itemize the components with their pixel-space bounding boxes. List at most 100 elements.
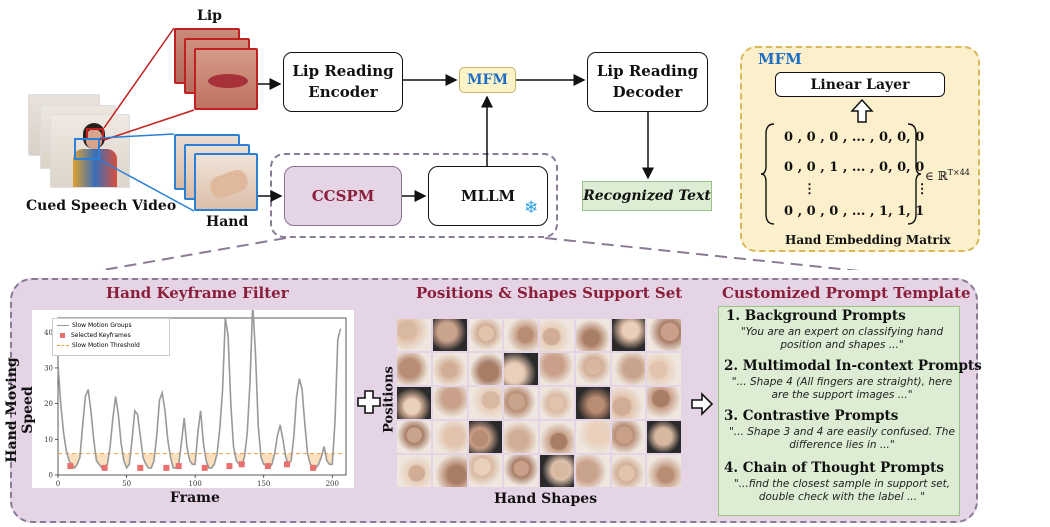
support-image: [432, 319, 467, 351]
prompt-3-text: "... Shape 3 and 4 are easily confused. …: [729, 426, 955, 451]
legend-item-groups: Slow Motion Groups: [57, 322, 132, 329]
support-image: [540, 455, 574, 487]
y-tick-label: 0: [49, 472, 53, 480]
support-image: [575, 319, 610, 351]
legend-keyframes-label: Selected Keyframes: [71, 332, 131, 339]
legend-item-keyframes: Selected Keyframes: [57, 332, 131, 339]
zoom-dashed-right: [544, 237, 860, 270]
prompt-4-heading: 4. Chain of Thought Prompts: [724, 460, 944, 476]
support-image: [397, 455, 431, 487]
support-image: [540, 353, 574, 385]
x-tick-label: 200: [326, 480, 339, 488]
x-tick-label: 50: [122, 480, 131, 488]
legend-item-threshold: Slow Motion Threshold: [57, 342, 140, 349]
support-image: [468, 353, 503, 385]
y-tick-label: 20: [44, 400, 53, 408]
y-tick-label: 40: [44, 329, 53, 337]
keyframe-marker: [137, 464, 144, 471]
keyframe-filter-title: Hand Keyframe Filter: [106, 284, 289, 302]
support-image: [647, 319, 681, 351]
support-image: [611, 421, 646, 453]
keyframe-xlabel: Frame: [170, 490, 220, 506]
hand-embedding-caption: Hand Embedding Matrix: [785, 233, 951, 247]
keyframe-marker: [67, 463, 74, 470]
ccspm-label: CCSPM: [311, 187, 375, 205]
support-image: [540, 319, 574, 351]
mfm-chip: MFM: [459, 67, 516, 93]
matrix-dimension-symbol: ∈ ℝ: [925, 169, 948, 183]
support-image: [647, 455, 681, 487]
keyframe-marker: [201, 464, 208, 471]
prompt-4-text: "...find the closest sample in support s…: [733, 478, 951, 503]
matrix-dimension: ∈ ℝT×44: [925, 168, 970, 183]
hand-zoom-line-1: [99, 133, 175, 139]
matrix-bracket-right: [907, 123, 922, 225]
x-tick-label: 150: [257, 480, 270, 488]
keyframe-marker: [284, 461, 291, 468]
support-image: [504, 387, 538, 419]
support-image: [611, 353, 646, 385]
support-image: [504, 455, 538, 487]
ccspm-box: CCSPM: [284, 166, 402, 226]
keyframe-marker: [264, 463, 271, 470]
support-image: [468, 455, 503, 487]
recognized-text-box: Recognized Text: [582, 181, 712, 211]
matrix-row-1: 0 , 0 , 0 , ... , 0, 0, 0: [784, 130, 925, 145]
support-image: [468, 421, 503, 453]
keyframe-marker: [163, 464, 170, 471]
support-image: [540, 421, 574, 453]
support-image: [432, 421, 467, 453]
y-tick-label: 30: [44, 364, 53, 372]
support-image: [611, 455, 646, 487]
recognized-text-label: Recognized Text: [583, 188, 711, 204]
support-image: [432, 353, 467, 385]
keyframe-legend: Slow Motion Groups Selected Keyframes Sl…: [52, 318, 170, 356]
mllm-box: MLLM: [428, 166, 548, 226]
support-image: [611, 319, 646, 351]
matrix-row-2: 0 , 0 , 1 , ... , 0, 0, 0: [784, 160, 925, 175]
prompt-template-title: Customized Prompt Template: [722, 284, 971, 302]
top-flow-arrows: [97, 27, 860, 270]
support-image: [432, 455, 467, 487]
up-hollow-arrow-icon: [850, 98, 874, 123]
slow-motion-area: [96, 453, 108, 468]
hand-label: Hand: [206, 214, 249, 230]
support-set-xlabel: Hand Shapes: [494, 491, 598, 507]
linear-layer-label: Linear Layer: [810, 76, 910, 93]
x-tick-label: 0: [56, 480, 60, 488]
slow-motion-area: [206, 453, 218, 468]
keyframe-marker: [101, 464, 108, 471]
hand-crop-3: [194, 153, 258, 211]
lip-reading-decoder-label: Lip Reading Decoder: [596, 62, 699, 101]
hand-zoom-line-2: [99, 159, 195, 212]
lip-crop-3: [194, 48, 258, 110]
lip-reading-decoder: Lip Reading Decoder: [587, 52, 708, 112]
mllm-label: MLLM: [460, 187, 516, 205]
prompt-3-heading: 3. Contrastive Prompts: [724, 408, 899, 424]
hand-roi-box: [74, 138, 100, 160]
support-image: [504, 421, 538, 453]
snowflake-icon: ❄: [524, 198, 539, 218]
support-image: [575, 387, 610, 419]
legend-groups-label: Slow Motion Groups: [72, 322, 132, 329]
support-set-ylabel: Positions: [381, 366, 397, 433]
support-image: [397, 319, 431, 351]
support-image: [397, 353, 431, 385]
zoom-dashed-left: [97, 237, 287, 270]
slow-motion-area: [123, 453, 130, 468]
lip-reading-encoder-label: Lip Reading Encoder: [292, 62, 394, 101]
keyframe-marker: [226, 463, 233, 470]
prompt-2-heading: 2. Multimodal In-context Prompts: [724, 358, 982, 374]
speaker-body: [73, 149, 117, 187]
support-image: [611, 387, 646, 419]
lip-label: Lip: [197, 8, 222, 24]
support-image: [647, 421, 681, 453]
y-tick-label: 10: [44, 436, 53, 444]
keyframe-marker: [175, 463, 182, 470]
lip-zoom-line-2: [103, 109, 195, 141]
support-image: [432, 387, 467, 419]
support-image: [575, 455, 610, 487]
prompt-template-box: [718, 306, 960, 516]
prompt-2-text: "... Shape 4 (All fingers are straight),…: [731, 376, 953, 401]
